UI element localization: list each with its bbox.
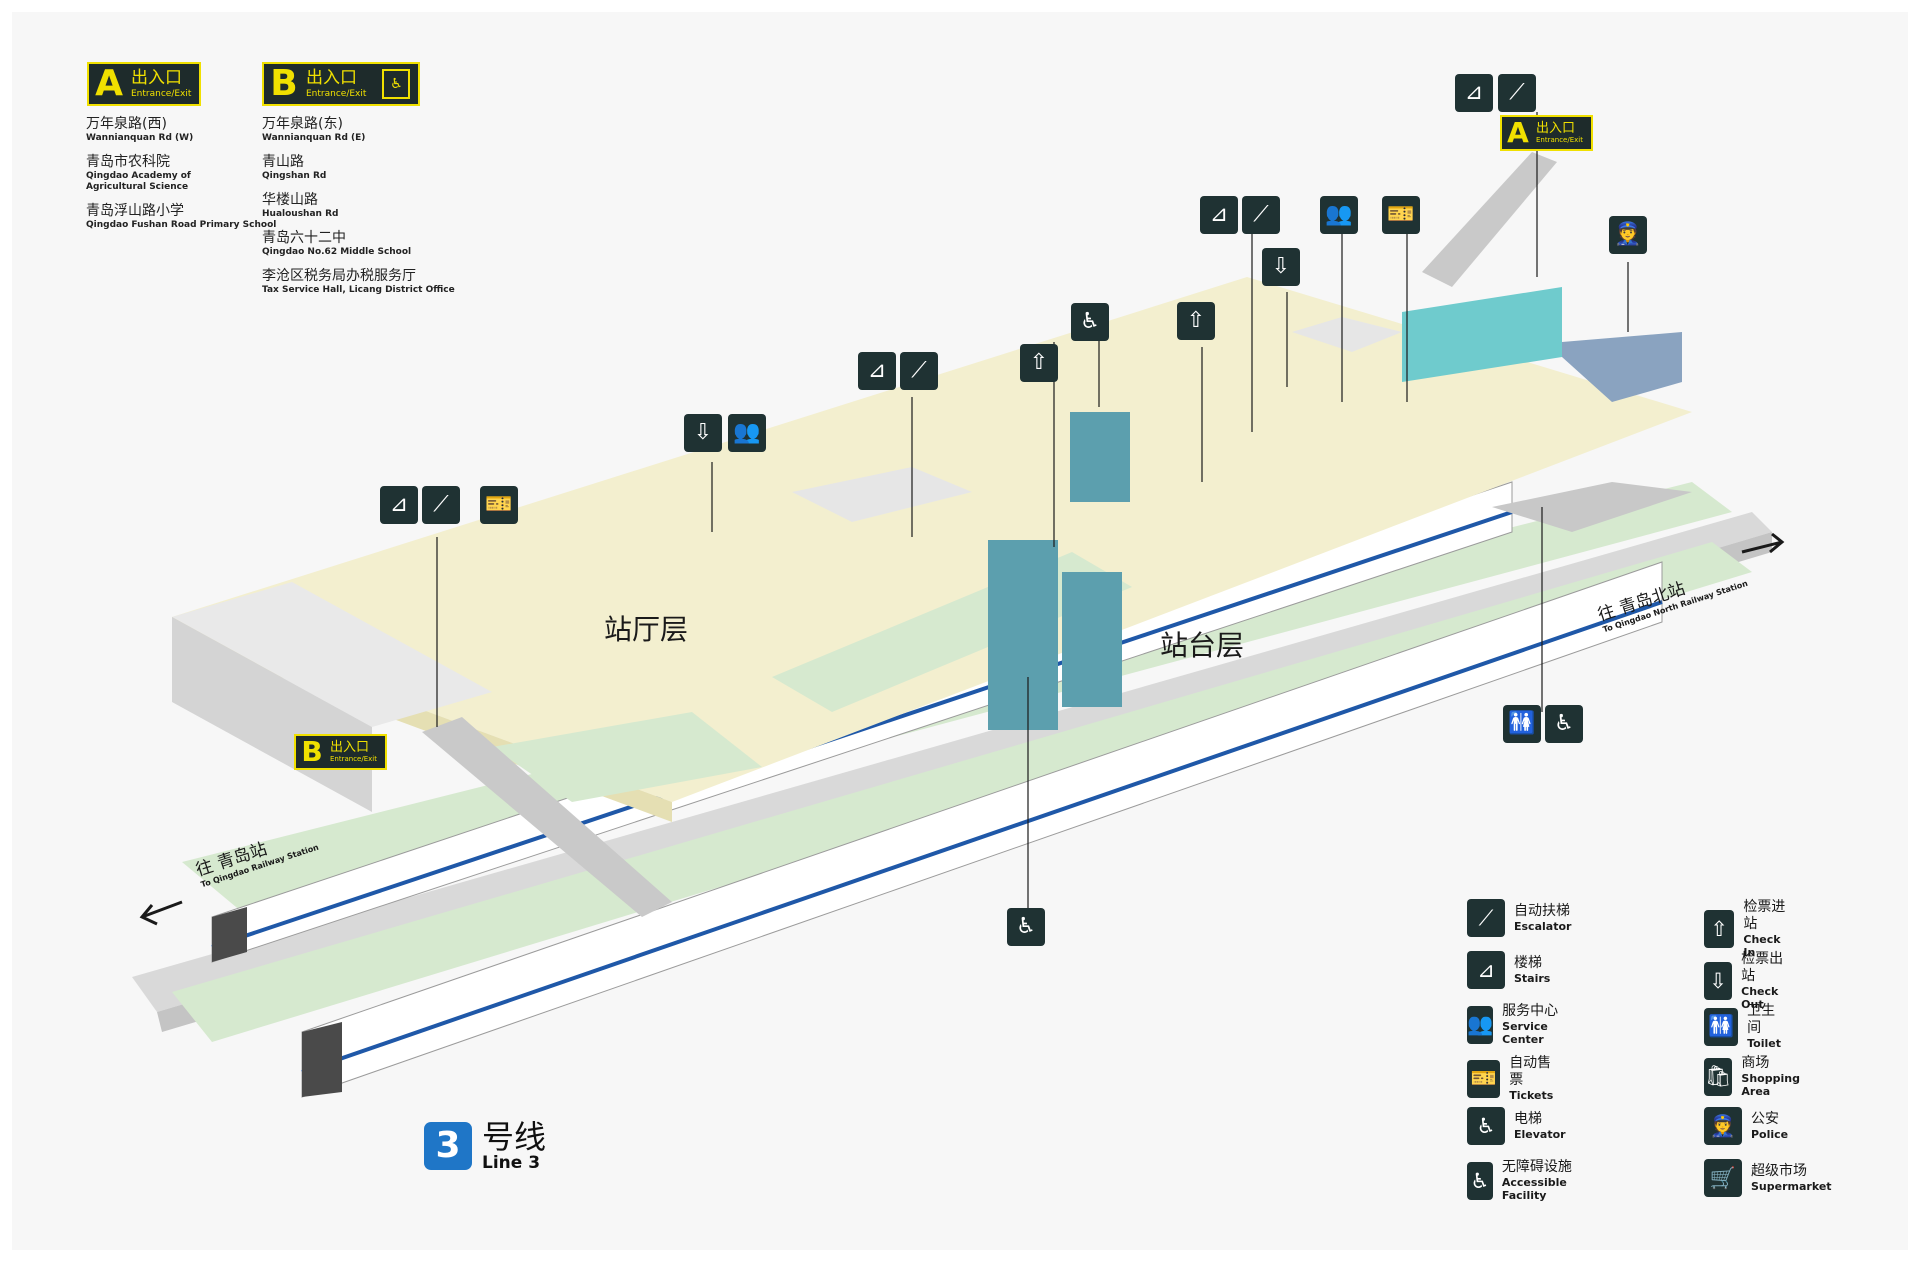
stairs-icon: ⊿: [1455, 74, 1493, 112]
ticket-machine-icon: 🎫: [1382, 196, 1420, 234]
check-in-icon: ⇧: [1020, 344, 1058, 382]
escalator-icon: ⟋: [900, 352, 938, 390]
elevator-shaft-2: [1062, 572, 1122, 707]
exit-b-badge: B 出入口 Entrance/Exit ♿: [262, 62, 421, 106]
supermarket-icon: 🛒: [1704, 1159, 1742, 1197]
stairs-icon: ⊿: [1467, 951, 1505, 989]
escalator-icon: ⟋: [1467, 899, 1505, 937]
concourse-void-1: [492, 712, 762, 802]
line-badge: 3 号线 Line 3: [424, 1120, 546, 1172]
a-ramp: [1422, 152, 1557, 287]
destination-item: 万年泉路(西)Wannianquan Rd (W): [86, 116, 194, 143]
accessible-icon: ♿: [1545, 705, 1583, 743]
left-building-top: [172, 582, 492, 727]
stairs-icon: ⊿: [380, 486, 418, 524]
stairs-icon: ⊿: [858, 352, 896, 390]
police-block: [1562, 332, 1682, 402]
escalator-icon: ⟋: [1242, 196, 1280, 234]
elevator-icon: ♿: [1007, 908, 1045, 946]
shopping-icon: 🛍: [1704, 1057, 1733, 1096]
ticket-machine-icon: 🎫: [1467, 1059, 1501, 1098]
check-in-icon: ⇧: [1177, 302, 1215, 340]
check-out-icon: ⇩: [1262, 248, 1300, 286]
service-center-icon: 👥: [1320, 196, 1358, 234]
train-nose-far: [212, 907, 247, 962]
escalator-icon: ⟋: [1498, 74, 1536, 112]
concourse-void-3: [792, 467, 972, 522]
service-center-icon: 👥: [1467, 1005, 1494, 1044]
station-3d-diagram: [132, 112, 1785, 1098]
concourse-void-4: [1292, 317, 1402, 352]
toilet-icon: 🚻: [1704, 1007, 1739, 1046]
map-frame: A 出入口 Entrance/Exit 万年泉路(西)Wannianquan R…: [12, 12, 1908, 1250]
check-out-icon: ⇩: [684, 414, 722, 452]
stairs-icon: ⊿: [1200, 196, 1238, 234]
train-nose-near: [302, 1022, 342, 1097]
b-ramp: [422, 717, 672, 917]
exit-a-badge: A 出入口 Entrance/Exit: [87, 62, 202, 106]
elevator-shaft-1: [988, 540, 1058, 730]
direction-arrow-north: [1741, 532, 1785, 554]
accessible-icon: ♿: [1467, 1161, 1493, 1200]
elevator-icon: ♿: [382, 69, 411, 99]
ticket-machine-icon: 🎫: [480, 486, 518, 524]
platform-level-label: 站台层: [1160, 629, 1245, 662]
shopping-block: [1402, 287, 1562, 382]
direction-arrow-south: [139, 900, 183, 926]
line-number: 3: [424, 1122, 472, 1170]
elevator-icon: ♿: [1071, 303, 1109, 341]
elevator-icon: ♿: [1467, 1107, 1505, 1145]
elevator-shaft-3: [1070, 412, 1130, 502]
check-out-icon: ⇩: [1704, 962, 1733, 1000]
concourse-level-label: 站厅层: [604, 613, 689, 646]
concourse-slab: [172, 277, 1692, 802]
check-in-icon: ⇧: [1704, 910, 1735, 948]
service-center-icon: 👥: [728, 414, 766, 452]
destination-item: 万年泉路(东)Wannianquan Rd (E): [262, 116, 366, 143]
police-icon: 👮: [1704, 1107, 1742, 1145]
escalator-icon: ⟋: [422, 486, 460, 524]
toilet-icon: 🚻: [1503, 705, 1541, 743]
police-icon: 👮: [1609, 216, 1647, 254]
